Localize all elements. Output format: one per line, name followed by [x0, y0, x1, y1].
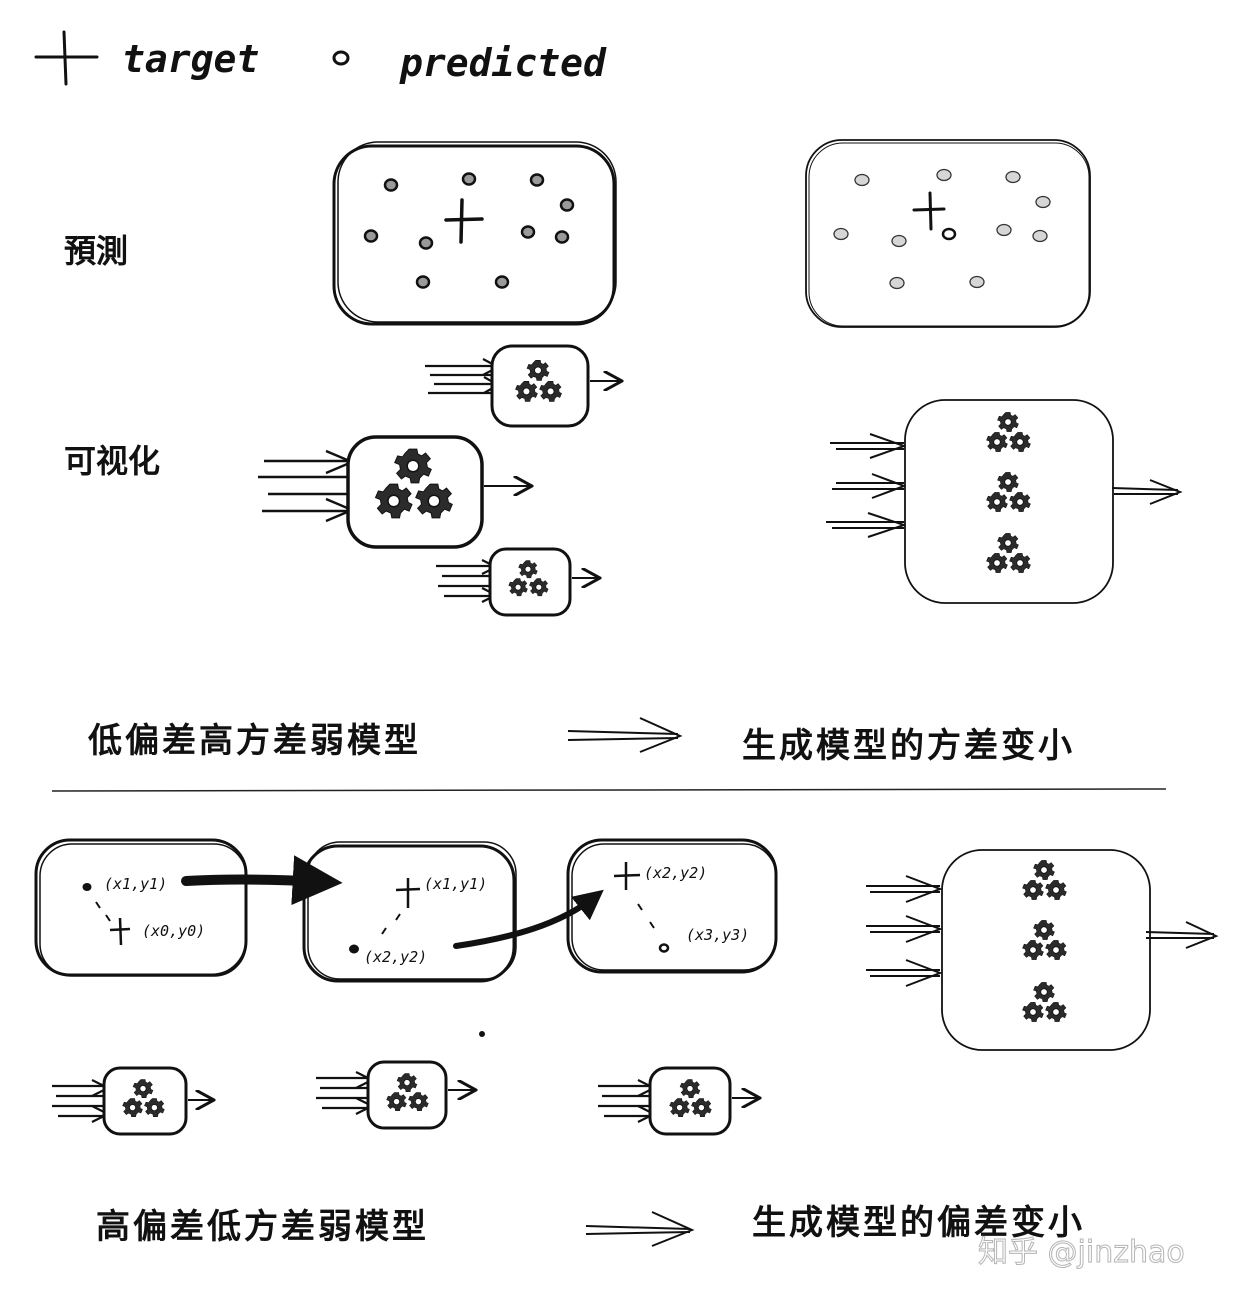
reduced-variance-prediction-panel: [806, 140, 1090, 327]
boosting-step-2-panel: (x1,y1) (x2,y2): [304, 842, 516, 981]
step1-target-label: (x0,y0): [142, 922, 205, 940]
stray-dot: [479, 1031, 485, 1037]
predicted-point-icon: [660, 945, 668, 952]
visualization-row-label: 可视化: [64, 442, 160, 480]
weak-model-step-1: [52, 1068, 214, 1134]
weak-model-large: [258, 437, 532, 547]
target-cross-icon: [36, 32, 97, 84]
bottom-implies-arrow: [586, 1212, 692, 1246]
high-variance-prediction-panel: [334, 142, 616, 324]
step1-pred-label: (x1,y1): [104, 875, 167, 893]
step2-pred-label: (x2,y2): [364, 948, 427, 966]
boosting-step-1-panel: (x1,y1) (x0,y0): [36, 840, 246, 976]
weak-model-small-top: [425, 346, 622, 426]
watermark: 知乎 @jinzhao: [978, 1235, 1185, 1270]
legend-target-label: target: [122, 37, 259, 81]
section-divider: [52, 789, 1166, 791]
top-right-caption: 生成模型的方差变小: [742, 726, 1075, 766]
ensemble-model-bottom: [866, 850, 1216, 1050]
predicted-point-icon: [83, 883, 92, 891]
predicted-point-icon: [334, 52, 348, 64]
legend-predicted-label: predicted: [399, 41, 607, 85]
boosting-step-3-panel: (x2,y2) (x3,y3): [568, 840, 776, 972]
prediction-row-label: 預測: [64, 232, 128, 270]
step3-target-label: (x2,y2): [644, 864, 707, 882]
top-implies-arrow: [568, 718, 680, 752]
residual-arrow-1: [186, 879, 326, 882]
step2-target-label: (x1,y1): [424, 875, 487, 893]
weak-model-small-bottom: [436, 549, 600, 615]
ensemble-model-top: [826, 400, 1180, 603]
step3-pred-label: (x3,y3): [686, 926, 749, 944]
bottom-left-caption: 高偏差低方差弱模型: [96, 1207, 429, 1247]
legend: target predicted: [36, 32, 607, 85]
predicted-point-icon: [349, 945, 359, 954]
top-left-caption: 低偏差高方差弱模型: [88, 721, 421, 761]
weak-model-step-3: [598, 1068, 760, 1134]
weak-model-step-2: [316, 1062, 476, 1128]
ensemble-predicted-point: [943, 229, 955, 239]
